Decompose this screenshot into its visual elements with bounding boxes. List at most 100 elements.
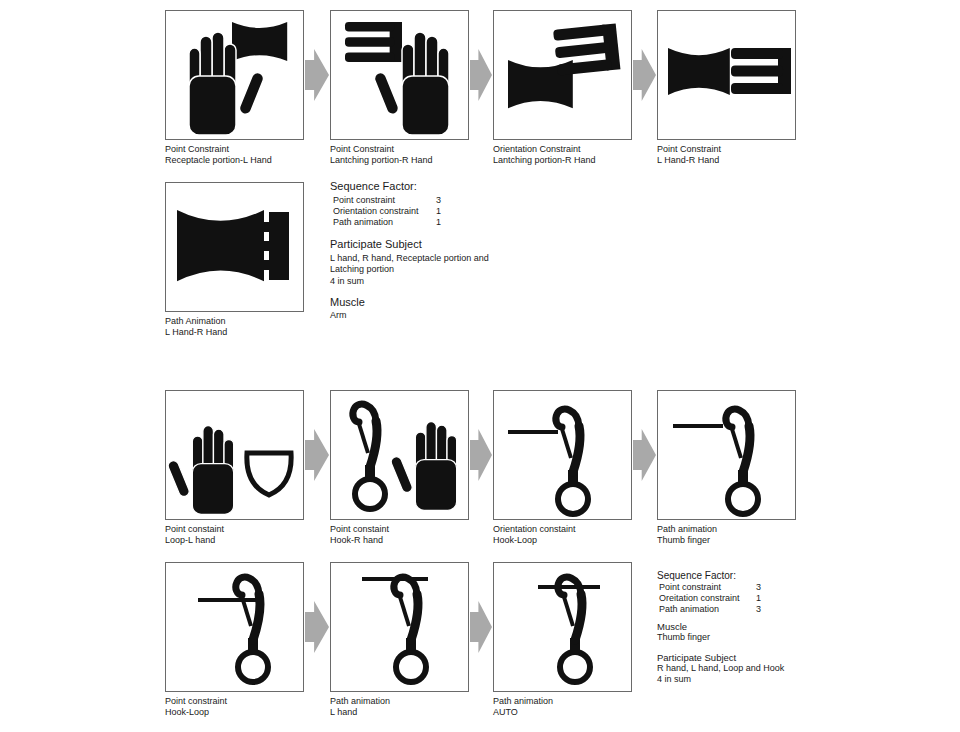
bar-icon <box>538 585 600 589</box>
step-subject: L Hand-R Hand <box>657 155 796 166</box>
factor-text: Muscle <box>330 296 365 309</box>
step-type: Orientation Constraint <box>493 144 632 155</box>
step-subject: L Hand-R Hand <box>165 327 304 338</box>
step-subject: Hook-R hand <box>330 535 469 546</box>
factor-text: 4 in sum <box>657 674 691 685</box>
factor-text: Participate Subject <box>657 652 736 663</box>
step-subject: Thumb finger <box>657 535 796 546</box>
step-subject: Loop-L hand <box>165 535 304 546</box>
step-panel: Path animationL hand <box>330 562 469 718</box>
step-type: Point Constraint <box>330 144 469 155</box>
step-subject: Receptacle portion-L Hand <box>165 155 304 166</box>
factor-text: Participate Subject <box>330 238 422 251</box>
factor-text: 1 <box>436 217 441 228</box>
step-type: Path Animation <box>165 316 304 327</box>
factor-text: Orientation constraint <box>333 206 419 217</box>
factor-text: Muscle <box>657 621 687 632</box>
hand-icon <box>167 426 234 515</box>
panel-frame <box>330 390 469 520</box>
step-subject: Hook-Loop <box>165 707 304 718</box>
hook-icon <box>353 404 385 509</box>
factor-text: Point constraint <box>333 195 395 206</box>
panel-frame <box>657 390 796 520</box>
receptacle-icon <box>668 48 730 95</box>
latch-icon <box>345 22 402 62</box>
factor-text: 3 <box>756 582 761 593</box>
flow-arrow <box>305 49 329 101</box>
factor-text: L hand, R hand, Receptacle portion and L… <box>330 253 506 275</box>
factor-text: 4 in sum <box>330 276 364 287</box>
panel-frame <box>330 562 469 692</box>
latch-icon <box>263 212 289 280</box>
step-type: Path animation <box>493 696 632 707</box>
step-subject: AUTO <box>493 707 632 718</box>
flow-arrow <box>470 429 492 481</box>
step-subject: Hook-Loop <box>493 535 632 546</box>
hand-icon <box>189 32 265 135</box>
step-type: Point Constraint <box>165 144 304 155</box>
step-type: Point Constraint <box>657 144 796 155</box>
hook-icon <box>556 409 588 514</box>
panel-frame <box>165 390 304 520</box>
hook-icon <box>394 577 426 682</box>
step-panel: Point ConstraintReceptacle portion-L Han… <box>165 10 304 166</box>
step-type: Point constraint <box>165 696 304 707</box>
panel-frame <box>493 390 632 520</box>
step-type: Path animation <box>330 696 469 707</box>
step-type: Path animation <box>657 524 796 535</box>
factor-text: 3 <box>756 604 761 615</box>
factor-text: Thumb finger <box>657 632 710 643</box>
latch-icon <box>553 23 620 75</box>
hand-icon <box>373 32 449 135</box>
latch-icon <box>731 48 791 94</box>
step-panel: Path animationAUTO <box>493 562 632 718</box>
bar-icon <box>508 430 558 434</box>
bar-icon <box>198 598 260 602</box>
panel-frame <box>165 562 304 692</box>
flow-arrow <box>633 49 656 101</box>
step-panel: Orientation constaintHook-Loop <box>493 390 632 546</box>
step-panel: Point ConstraintL Hand-R Hand <box>657 10 796 166</box>
flow-arrow <box>470 49 492 101</box>
step-type: Point constaint <box>330 524 469 535</box>
step-panel: Point constaintHook-R hand <box>330 390 469 546</box>
panel-frame <box>165 10 304 140</box>
receptacle-icon <box>232 22 287 61</box>
factor-text: 1 <box>436 206 441 217</box>
flow-arrow <box>470 601 492 653</box>
factor-text: Point constraint <box>659 582 721 593</box>
panel-frame <box>657 10 796 140</box>
step-panel: Point constaintLoop-L hand <box>165 390 304 546</box>
panel-frame <box>493 10 632 140</box>
step-subject: L hand <box>330 707 469 718</box>
loop-icon <box>247 453 291 495</box>
bar-icon <box>673 424 723 428</box>
factor-text: Arm <box>330 310 347 321</box>
step-panel: Point ConstraintLantching portion-R Hand <box>330 10 469 166</box>
factor-text: Path animation <box>333 217 393 228</box>
factor-text: Path animation <box>659 604 719 615</box>
factor-text: 1 <box>756 593 761 604</box>
step-panel: Path animationThumb finger <box>657 390 796 546</box>
flow-arrow <box>305 429 329 481</box>
hook-icon <box>726 409 758 514</box>
factor-text: Sequence Factor: <box>330 180 417 193</box>
step-type: Orientation constaint <box>493 524 632 535</box>
hook-icon <box>558 577 590 682</box>
flow-arrow <box>305 601 329 653</box>
step-subject: Lantching portion-R Hand <box>330 155 469 166</box>
receptacle-icon <box>177 210 264 281</box>
step-type: Point constaint <box>165 524 304 535</box>
hand-icon <box>390 422 457 511</box>
step-panel: Path AnimationL Hand-R Hand <box>165 182 304 338</box>
factor-text: Sequence Factor: <box>657 570 736 582</box>
step-panel: Point constraintHook-Loop <box>165 562 304 718</box>
panel-frame <box>165 182 304 312</box>
hook-icon <box>236 577 268 682</box>
panel-frame <box>493 562 632 692</box>
flow-arrow <box>633 429 656 481</box>
factor-text: 3 <box>436 195 441 206</box>
panel-frame <box>330 10 469 140</box>
step-subject: Lantching portion-R Hand <box>493 155 632 166</box>
